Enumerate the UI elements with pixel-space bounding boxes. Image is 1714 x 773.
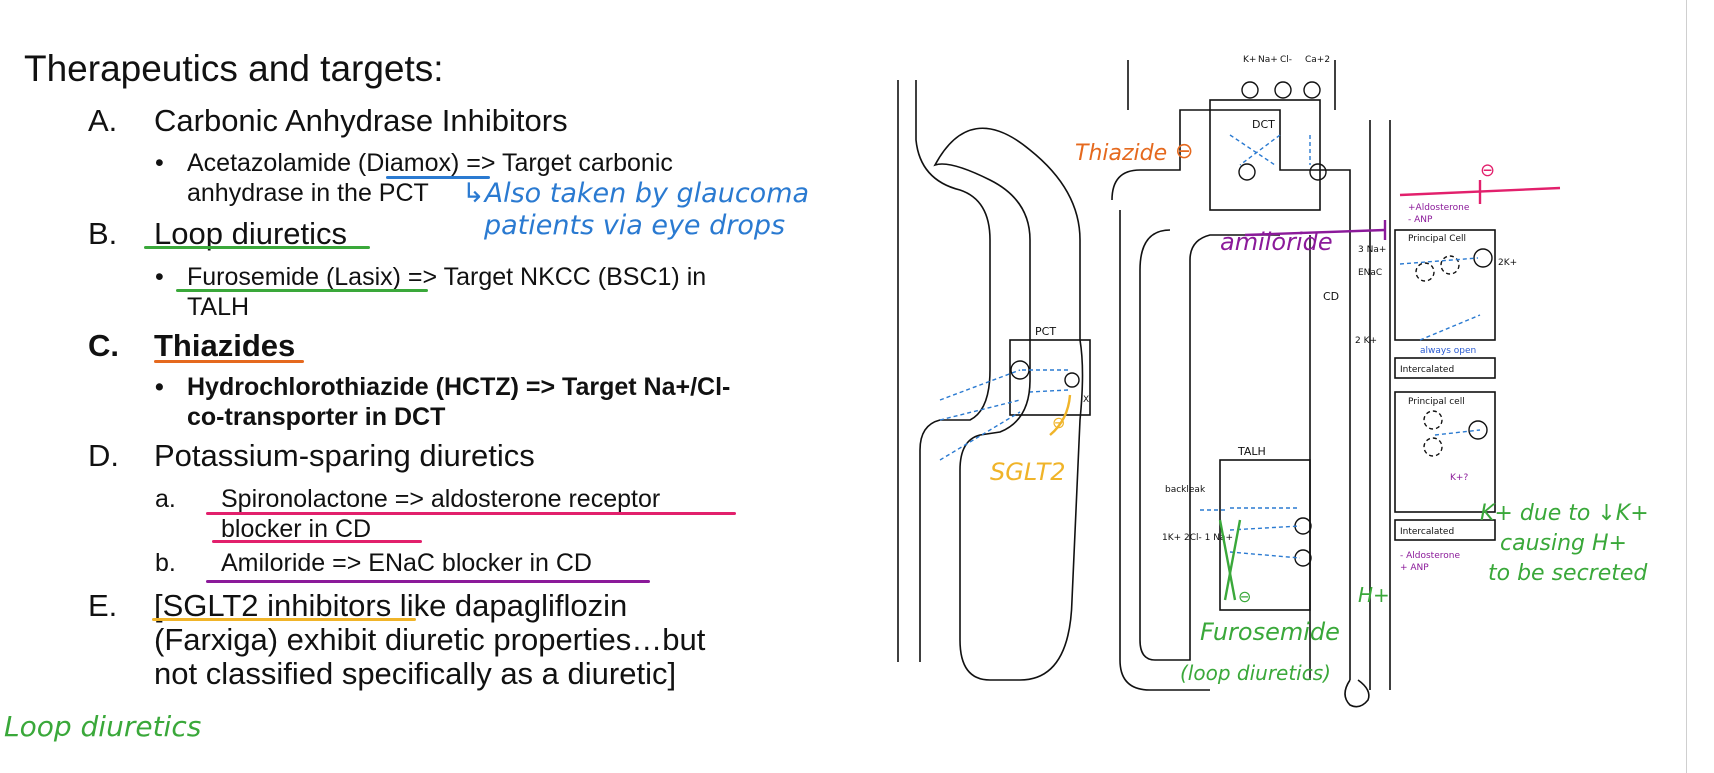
dct-transporter-3 [1303,81,1321,99]
nephron-diagram: DCT CD PCT TALH Principal Cell Principal… [897,55,1649,708]
nephron-outline [897,60,1496,708]
thiazides-underline [154,360,304,363]
thiazide-label: Thiazide [1075,141,1167,166]
spironolactone-underline-1 [206,512,736,515]
spironolactone-minus: ⊖ [1480,160,1495,181]
aldosterone-plus-label: +Aldosterone [1408,203,1470,213]
cd-na-k-atpase-2 [1468,420,1488,440]
sglt2-transporter [1064,372,1080,388]
talh-label: TALH [1237,445,1266,458]
furosemide-underline [176,289,428,292]
transporters [1010,81,1493,567]
enac-label: ENaC [1358,268,1382,278]
glaucoma-note-line2: patients via eye drops [484,210,786,241]
k-question-label: K+? [1450,473,1468,483]
cl-label-top: Cl- [1280,55,1292,65]
principal-cell-label: Principal Cell [1408,234,1466,244]
two-k-left-label: 2 K+ [1355,336,1377,346]
cd-label: CD [1323,290,1339,303]
mr-receptor-2 [1440,255,1460,275]
three-na-label: 3 Na+ [1358,245,1386,255]
ic-receptor [1423,410,1443,430]
ic-receptor-2 [1423,437,1443,457]
slide-edge [1686,0,1687,773]
ncc-transporter [1238,163,1256,181]
k-na-label: K+ [1243,55,1256,65]
intercalated-label-2: Intercalated [1400,527,1454,537]
diamox-underline [386,176,490,179]
intercalated-label: Intercalated [1400,365,1454,375]
page-title: Therapeutics and targets: [24,48,444,89]
ca-na-transporter [1309,163,1327,181]
sglt2-minus: ⊖ [1052,413,1065,432]
dct-label: DCT [1252,118,1275,131]
backleak-label: backleak [1165,485,1206,495]
talh-na-channel [1294,549,1312,567]
two-k-label: 2K+ [1498,258,1517,268]
loop-diuretics-underline [144,246,370,249]
na-label-top: Na+ [1258,55,1278,65]
spironolactone-underline-2 [212,540,422,543]
glaucoma-note-line1: ↳Also taken by glaucoma [462,178,810,209]
cd-na-k-atpase [1473,248,1493,268]
amiloride-label: amiloride [1220,228,1333,256]
sglt2-label: SGLT2 [990,458,1066,486]
ion-flow-arrows [939,134,1481,559]
pct-label: PCT [1035,325,1056,338]
k-note-line1: K+ due to ↓K+ [1480,501,1649,526]
furosemide-minus: ⊖ [1238,587,1251,606]
anp-minus-label: - ANP [1408,215,1433,225]
k-note-line2: causing H+ [1500,531,1627,556]
inhibitor-marks [1049,180,1561,601]
x-label: X [1083,395,1089,405]
mr-receptor [1415,262,1435,282]
dct-transporter-2 [1274,81,1292,99]
thiazide-minus: ⊖ [1175,139,1193,164]
bottom-note: Loop diuretics [4,710,202,743]
loop-diuretics-label: (loop diuretics) [1180,661,1331,685]
ca-label-top: Ca+2 [1305,55,1330,65]
h-plus-label: H+ [1358,583,1390,607]
furosemide-label: Furosemide [1200,618,1340,646]
nkcc-label: 1K+ 2Cl- 1 Na+ [1162,533,1233,543]
always-open-label: always open [1420,346,1476,356]
k-note-line3: to be secreted [1488,561,1648,586]
aldosterone-minus-label: - Aldosterone [1400,551,1460,561]
sglt2-underline [152,618,416,621]
talh-cl-channel [1294,517,1312,535]
principal-cell-label-2: Principal cell [1408,397,1465,407]
amiloride-underline [206,580,650,583]
anp-plus-label: + ANP [1400,563,1429,573]
na-k-atpase-dct [1241,81,1259,99]
